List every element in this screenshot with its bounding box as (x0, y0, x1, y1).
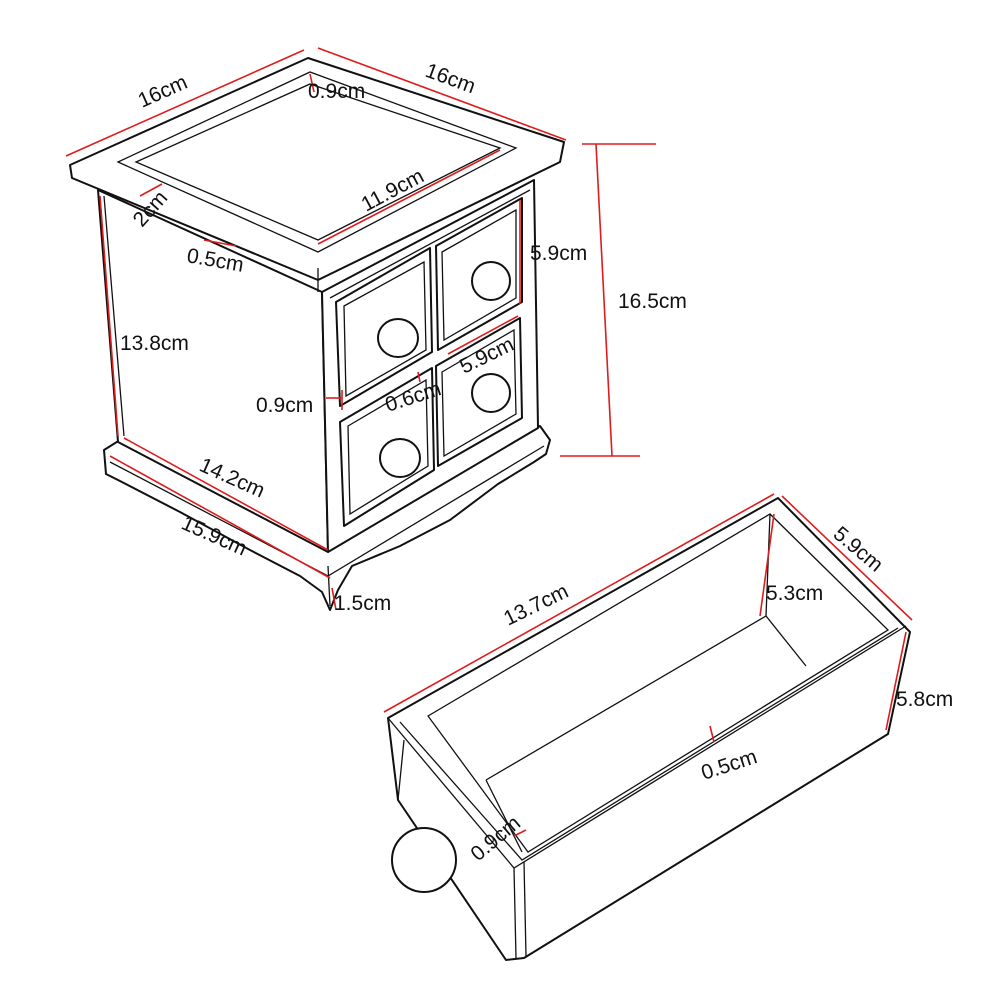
drawer-front-bottom-right[interactable] (435, 317, 523, 467)
label-drawer-inner-depth: 5.3cm (766, 582, 823, 605)
cabinet-base (103, 425, 551, 611)
label-top-width-left: 16cm (135, 71, 191, 113)
drawer-knob[interactable] (471, 373, 511, 413)
label-drawer-box-height: 5.8cm (896, 688, 953, 711)
label-body-height: 13.8cm (120, 332, 189, 355)
drawer-knob[interactable] (471, 261, 511, 301)
top-frame-outer (116, 71, 518, 253)
drawer-front-top-left[interactable] (335, 247, 433, 407)
top-frame-inner (134, 83, 502, 241)
dimension-lines (65, 47, 913, 837)
label-frame-border: 0.9cm (308, 80, 365, 103)
label-total-height: 16.5cm (618, 290, 687, 313)
drawer-front-bottom-left[interactable] (339, 367, 435, 527)
label-top-width-right: 16cm (422, 59, 478, 98)
drawer-knob[interactable] (391, 827, 457, 893)
drawer-knob[interactable] (379, 438, 421, 478)
label-foot-height: 1.5cm (334, 592, 391, 615)
drawer-knob[interactable] (377, 318, 419, 358)
drawer-box-body (387, 497, 911, 961)
label-side-gap: 0.9cm (256, 394, 313, 417)
cabinet-drawing (69, 57, 565, 611)
drawer-inner-cavity (427, 513, 890, 853)
label-drawer-height: 5.9cm (530, 242, 587, 265)
drawer-front-top-right[interactable] (435, 197, 523, 351)
drawer-drawing (387, 497, 911, 961)
